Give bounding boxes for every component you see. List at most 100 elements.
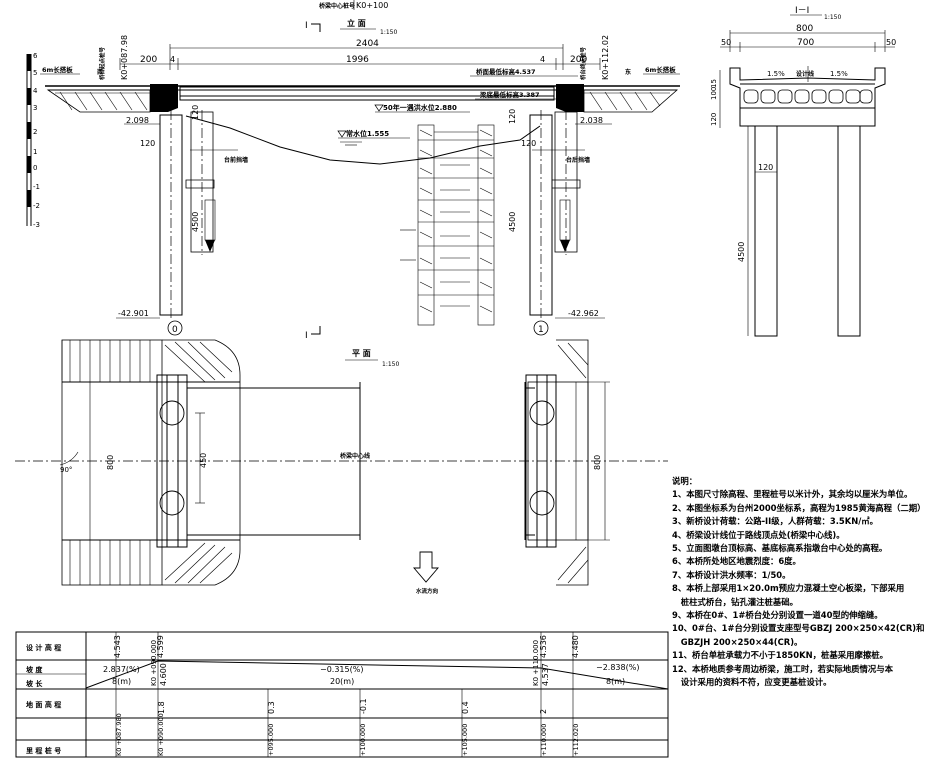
- right-abut-station-label: 桥台终点桩号: [579, 46, 587, 80]
- elevation-view: 桥梁中心桩号 K0+100 I 立 面 1:150 2404 200 4 199…: [26, 0, 680, 341]
- section-pile-dia: 120: [758, 163, 773, 172]
- station-4: +100.000: [359, 724, 367, 756]
- plan-flow-dir: 水流方向: [416, 587, 439, 595]
- design-elev-2: 4.599: [156, 635, 165, 658]
- east-label: 东: [625, 68, 631, 76]
- vc-station-1: K0 +090.000: [150, 640, 158, 686]
- dim-left: 200: [140, 55, 157, 65]
- elevation-title: 立 面: [347, 18, 366, 28]
- vc-station-2: K0 +110.000: [532, 640, 540, 686]
- dim-span: 1996: [346, 55, 369, 65]
- elevation-scale-bar: 6 5 4 3 2 1 0 -1 -2 -3: [26, 52, 40, 229]
- dim-right-small: 4: [540, 55, 545, 64]
- dim-right: 200: [570, 55, 587, 65]
- pier-1-label: 1: [538, 325, 544, 335]
- left-approach-label: 6m长搭板: [42, 65, 73, 74]
- note-line: 11、桥台单桩承载力不小于1850KN，桩基采用摩擦桩。: [672, 650, 888, 661]
- row-station: 里 程 桩 号: [26, 746, 61, 755]
- vc-elev-2: 4.537: [541, 663, 550, 686]
- section-mark-top: I: [305, 21, 308, 31]
- note-line: 5、立面图墩台顶标高、基底标高系指墩台中心处的高程。: [672, 543, 888, 554]
- section-dim-120: 120: [710, 113, 718, 126]
- design-elev-4: 4.480: [571, 635, 580, 658]
- note-line: 设计采用的资料不符，应变更基桩设计。: [672, 677, 832, 688]
- right-abut-station: K0+112.02: [601, 35, 610, 80]
- profile-table: 设 计 高 程 坡 度 坡 长 地 面 高 程 里 程 桩 号 4.543 4.…: [15, 631, 669, 758]
- note-line: 10、0#台、1#台分别设置支座型号GBZJ 200×250×42(CR)和: [672, 623, 925, 634]
- right-cap-dim: 120: [521, 139, 536, 148]
- scale-tick: 2: [33, 128, 37, 136]
- design-elev-1: 4.543: [113, 635, 122, 658]
- deck-min-label: 桥面最低标高4.537: [476, 67, 536, 76]
- vc-elev-1: 4.600: [159, 663, 168, 686]
- section-design-line: 设计线: [796, 70, 814, 78]
- design-notes: 说明： 1、本图尺寸除高程、里程桩号以米计外，其余均以厘米为单位。 2、本图坐标…: [672, 475, 925, 690]
- left-pile-dia: 120: [191, 105, 200, 120]
- dim-left-small: 4: [170, 55, 175, 64]
- section-width-center: 700: [797, 38, 814, 48]
- station-6: +110.000: [540, 724, 548, 756]
- note-line: 6、本桥所处地区地震烈度：6度。: [672, 556, 801, 567]
- station-3: +095.000: [267, 724, 275, 756]
- note-line: 12、本桥地质参考周边桥梁，施工时，若实际地质情况与本: [672, 663, 894, 674]
- section-mark-bottom: I: [305, 331, 308, 341]
- grade-1: 2.837(%): [103, 665, 140, 674]
- note-line: 1、本图尺寸除高程、里程桩号以米计外，其余均以厘米为单位。: [672, 489, 913, 500]
- plan-title: 平 面: [352, 349, 371, 358]
- right-wall-label: 台后挡墙: [566, 156, 590, 164]
- right-pile-len: 4500: [508, 212, 517, 232]
- note-line: 8、本桥上部采用1×20.0m预应力混凝土空心板梁，下部采用: [672, 583, 905, 594]
- elevation-top-station: K0+100: [356, 1, 388, 10]
- station-1: K0 +087.980: [115, 713, 123, 756]
- length-2: 20(m): [330, 677, 354, 686]
- left-wall-label: 台前挡墙: [224, 156, 248, 164]
- elevation-top-label: 桥梁中心桩号: [319, 2, 355, 10]
- design-elev-3: 4.536: [539, 635, 548, 658]
- notes-heading: 说明：: [672, 476, 698, 486]
- scale-tick: 5: [33, 69, 37, 77]
- scale-tick: 1: [33, 148, 37, 156]
- section-slope-r: 1.5%: [830, 70, 848, 78]
- left-pile-bottom: -42.901: [118, 309, 149, 318]
- section-view: I－I 1:150 800 50 700 50 1.5% 设计线 1.5% 10…: [710, 6, 896, 337]
- ground-elev-5: 2: [539, 709, 548, 714]
- ground-elev-4: 0.4: [461, 701, 470, 714]
- note-line: 2、本图坐标系为台州2000坐标系，高程为1985黄海高程（二期）: [672, 502, 925, 513]
- length-1: 8(m): [112, 677, 131, 686]
- note-line: 7、本桥设计洪水频率：1/50。: [672, 569, 791, 580]
- west-label: 西: [97, 68, 103, 76]
- plan-width-left: 800: [106, 455, 115, 470]
- section-side-r: 50: [886, 38, 896, 47]
- note-line: 桩柱式桥台，钻孔灌注桩基础。: [672, 596, 798, 607]
- section-width-total: 800: [796, 24, 813, 34]
- section-dim-15: 15: [710, 79, 718, 88]
- plan-scale: 1:150: [382, 361, 399, 368]
- section-dim-100: 100: [710, 87, 718, 100]
- pier-0-label: 0: [172, 325, 178, 335]
- station-2: K0 +090.000: [157, 713, 165, 756]
- note-line: 9、本桥在0#、1#桥台处分别设置一道40型的伸缩缝。: [672, 610, 883, 621]
- right-approach-label: 6m长搭板: [645, 65, 676, 74]
- ground-elev-1: 1.8: [157, 701, 166, 714]
- ground-elev-2: 0.3: [267, 701, 276, 714]
- note-line: GBZJH 200×250×44(CR)。: [672, 636, 803, 647]
- beam-bottom-label: 梁底最低标高3.387: [479, 90, 540, 99]
- plan-angle: 90°: [60, 466, 72, 474]
- row-design-elev: 设 计 高 程: [26, 643, 61, 652]
- flood-label: 50年一遇洪水位2.880: [383, 103, 457, 112]
- normal-water-label: 常水位1.555: [346, 129, 389, 138]
- section-side-l: 50: [721, 38, 731, 47]
- left-abut-station: K0+087.98: [120, 35, 129, 80]
- plan-width-right: 800: [593, 455, 602, 470]
- note-line: 3、新桥设计荷载：公路-II级，人群荷载：3.5KN/㎡。: [672, 516, 879, 527]
- note-line: 4、桥梁设计线位于路线顶点处(桥梁中心线)。: [672, 529, 845, 540]
- grade-3: −2.838(%): [596, 663, 639, 672]
- right-pile-dia: 120: [508, 109, 517, 124]
- left-cap-elev: 2.098: [126, 116, 149, 125]
- length-3: 8(m): [606, 677, 625, 686]
- section-pile-len: 4500: [737, 242, 746, 262]
- row-grade: 坡 度: [26, 665, 43, 674]
- scale-tick: 0: [33, 164, 37, 172]
- ground-elev-3: -0.1: [359, 698, 368, 714]
